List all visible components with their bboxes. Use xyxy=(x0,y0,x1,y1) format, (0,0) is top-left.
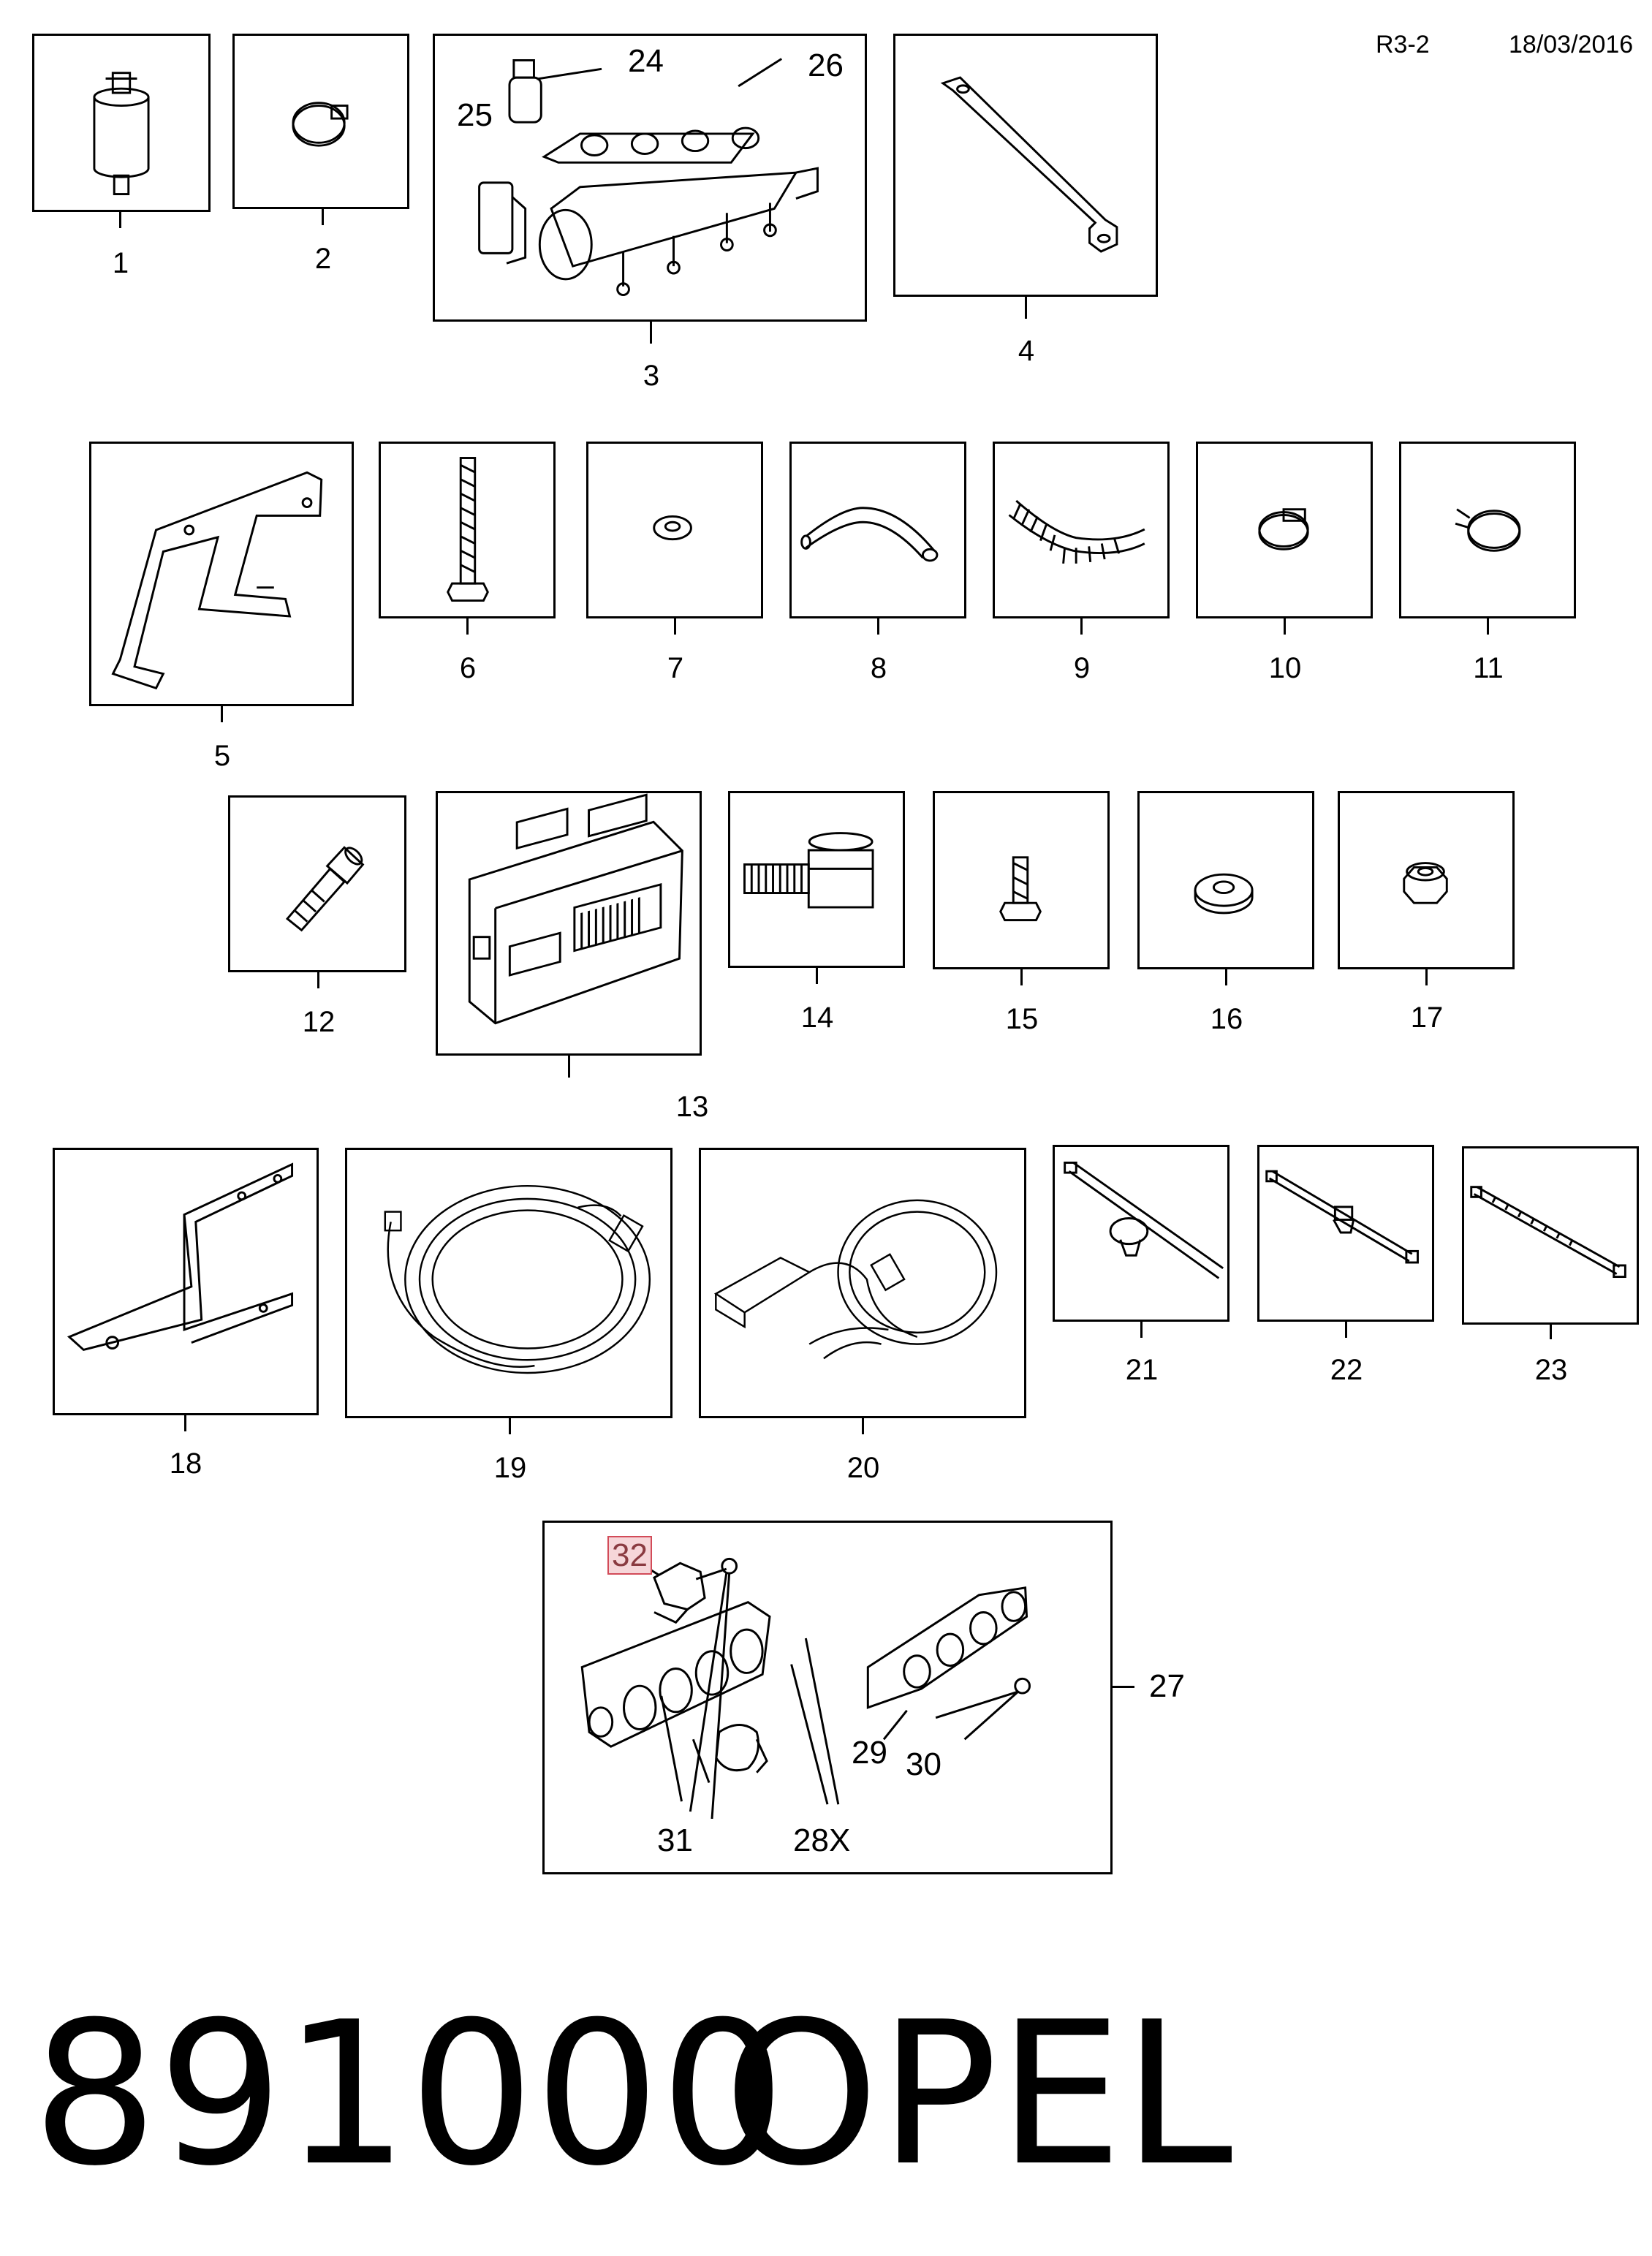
part-box-16[interactable] xyxy=(1137,791,1314,969)
part-number-9: 9 xyxy=(1073,652,1091,684)
callout-32: 32 xyxy=(607,1536,652,1575)
part-box-10[interactable] xyxy=(1196,442,1373,618)
part-box-12[interactable] xyxy=(228,795,406,972)
callout-29: 29 xyxy=(852,1735,887,1771)
part-box-6[interactable] xyxy=(379,442,556,618)
drawing-ref: R3-2 xyxy=(1376,31,1430,58)
part-number-22: 22 xyxy=(1330,1354,1363,1386)
part-number-20: 20 xyxy=(846,1452,880,1484)
part-box-13[interactable] xyxy=(436,791,702,1056)
part-box-21[interactable] xyxy=(1053,1145,1229,1322)
part-number-5: 5 xyxy=(213,740,231,772)
bent-hose-icon xyxy=(800,507,939,562)
part-number-1: 1 xyxy=(112,247,129,279)
brand-name: OPEL xyxy=(724,1979,1233,2209)
part-box-22[interactable] xyxy=(1257,1145,1434,1322)
part-number-11: 11 xyxy=(1473,652,1504,684)
part-number-19: 19 xyxy=(493,1452,527,1484)
callout-28x: 28X xyxy=(793,1822,851,1858)
callout-25: 25 xyxy=(457,97,493,133)
injector-repair-kit-icon xyxy=(580,1557,1031,1820)
part-number-13: 13 xyxy=(675,1091,709,1123)
part-number-3: 3 xyxy=(643,360,660,392)
callout-30: 30 xyxy=(906,1746,941,1782)
part-box-19[interactable] xyxy=(345,1148,672,1418)
part-number-8: 8 xyxy=(870,652,887,684)
part-box-1[interactable] xyxy=(32,34,211,212)
washer-icon xyxy=(653,515,692,541)
wiring-harness-icon xyxy=(384,1184,651,1374)
ecu-module-icon xyxy=(468,793,683,1025)
long-bolt-icon xyxy=(447,457,489,602)
spring-clamp-icon xyxy=(1455,508,1521,552)
part-box-7[interactable] xyxy=(586,442,763,618)
hose-nipple-icon xyxy=(285,846,365,932)
wiring-harness-with-switch-icon xyxy=(713,1199,998,1360)
part-number-14: 14 xyxy=(800,1002,834,1034)
short-bolt-icon xyxy=(999,856,1042,922)
part-number-6: 6 xyxy=(459,652,477,684)
part-number-2: 2 xyxy=(314,243,332,275)
cable-tie-with-clip-icon xyxy=(1064,1161,1224,1279)
part-box-14[interactable] xyxy=(728,791,905,968)
cable-tie-with-mount-icon xyxy=(1265,1170,1419,1264)
callout-31: 31 xyxy=(657,1822,693,1858)
callout-26: 26 xyxy=(808,48,844,83)
injector-rail-assembly-icon xyxy=(478,58,819,296)
frame-bracket-icon xyxy=(67,1162,294,1352)
part-number-15: 15 xyxy=(1005,1003,1039,1035)
part-number-23: 23 xyxy=(1534,1354,1568,1386)
part-box-8[interactable] xyxy=(789,442,966,618)
hose-clamp-icon xyxy=(292,102,349,147)
nylon-nut-icon xyxy=(1403,862,1448,904)
part-box-17[interactable] xyxy=(1338,791,1515,969)
part-number-4: 4 xyxy=(1018,335,1035,367)
part-number-16: 16 xyxy=(1210,1003,1243,1035)
part-box-23[interactable] xyxy=(1462,1146,1639,1325)
part-number-17: 17 xyxy=(1410,1002,1444,1034)
mounting-bracket-icon xyxy=(940,76,1118,253)
gas-filter-icon xyxy=(93,72,150,196)
part-box-15[interactable] xyxy=(933,791,1110,969)
lock-washer-icon xyxy=(1194,873,1254,915)
part-box-11[interactable] xyxy=(1399,442,1576,618)
part-number-21: 21 xyxy=(1125,1354,1159,1386)
ecu-bracket-icon xyxy=(111,471,323,690)
hex-spacer-icon xyxy=(743,832,874,909)
callout-24: 24 xyxy=(628,43,664,79)
part-box-5[interactable] xyxy=(89,442,354,706)
corrugated-hose-icon xyxy=(1008,499,1145,564)
part-number-12: 12 xyxy=(302,1006,336,1038)
part-box-4[interactable] xyxy=(893,34,1158,297)
part-number-10: 10 xyxy=(1268,652,1302,684)
part-box-20[interactable] xyxy=(699,1148,1026,1418)
part-box-18[interactable] xyxy=(53,1148,319,1415)
hose-clamp-icon xyxy=(1258,508,1309,550)
part-number-27: 27 xyxy=(1149,1668,1185,1704)
catalog-code: 891000 xyxy=(32,1979,786,2209)
part-box-3[interactable]: 24 26 25 xyxy=(433,34,867,322)
part-number-18: 18 xyxy=(169,1447,202,1480)
drawing-date: 18/03/2016 xyxy=(1509,31,1634,58)
cable-tie-icon xyxy=(1470,1186,1626,1279)
part-number-7: 7 xyxy=(667,652,684,684)
part-box-9[interactable] xyxy=(993,442,1170,618)
part-box-27[interactable]: 32 29 30 31 28X xyxy=(542,1521,1113,1874)
part-box-2[interactable] xyxy=(232,34,409,209)
